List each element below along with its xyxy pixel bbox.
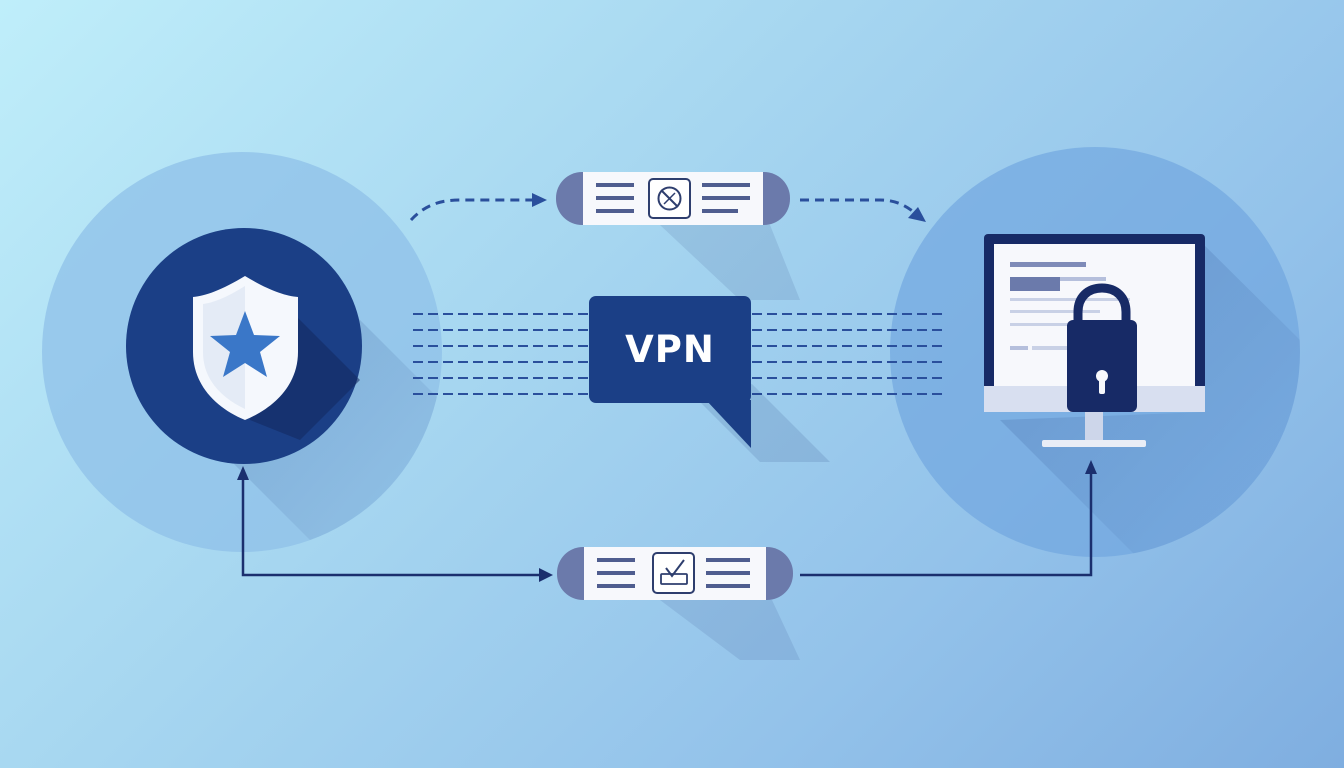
vpn-label: VPN — [625, 327, 715, 371]
top-packet-card — [556, 172, 800, 300]
shield-star-icon — [193, 276, 298, 420]
tunnel-lines — [413, 313, 946, 395]
monitor-lock-icon — [984, 234, 1205, 447]
bottom-flow-arrows — [241, 472, 1093, 577]
blocked-circle-icon — [648, 178, 691, 219]
top-flow-arrows — [409, 193, 926, 222]
bottom-packet-card — [557, 547, 800, 660]
server-long-shadow — [1000, 236, 1300, 557]
server-node — [890, 147, 1300, 557]
checkmark-box-icon — [652, 552, 695, 594]
vpn-bubble — [589, 296, 830, 462]
client-node — [42, 152, 442, 552]
